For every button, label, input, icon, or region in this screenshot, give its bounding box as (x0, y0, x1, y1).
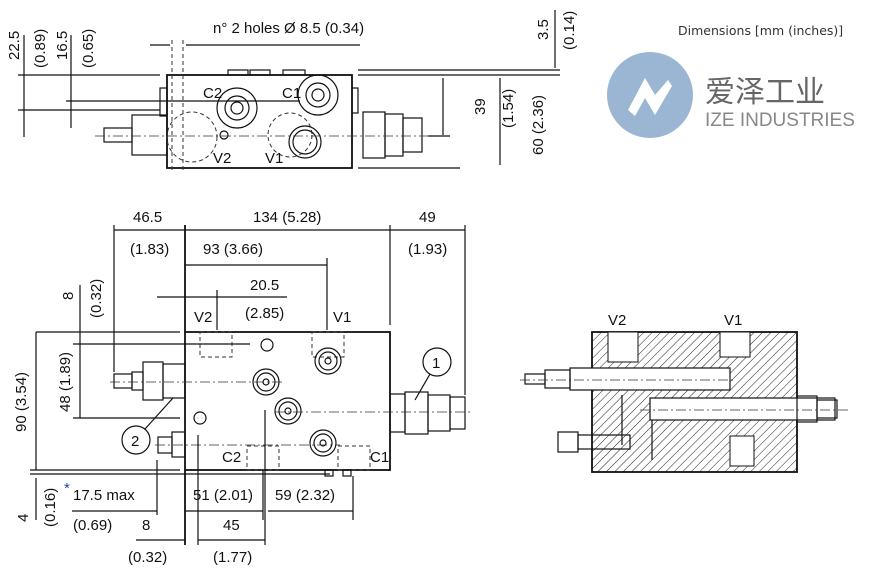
dim-8: 8 (142, 517, 150, 534)
dim-0-16: (0.16) (42, 488, 59, 527)
section-port-v1-label: V1 (724, 312, 742, 329)
dimensions-note: Dimensions [mm (inches)] (678, 23, 843, 38)
dim-60: 60 (2.36) (530, 95, 547, 155)
dim-0-32: (0.32) (128, 549, 167, 566)
port-v2-label: V2 (213, 150, 231, 167)
dim-2-85: (2.85) (245, 305, 284, 322)
dim-134: 134 (5.28) (253, 209, 321, 226)
port-v2-label: V2 (194, 309, 212, 326)
top-view: 22.5 (0.89) 16.5 (0.65) n° 2 holes Ø 8.5… (6, 10, 578, 172)
dim-59: 59 (2.32) (275, 487, 335, 504)
dim-1-83: (1.83) (130, 241, 169, 258)
dim-48: 48 (1.89) (57, 352, 74, 412)
dim-1-93: (1.93) (408, 241, 447, 258)
port-c1-label: C1 (282, 85, 301, 102)
dim-93: 93 (3.66) (203, 241, 263, 258)
dim-0-65: (0.65) (80, 29, 97, 68)
dim-holes: n° 2 holes Ø 8.5 (0.34) (213, 20, 364, 37)
footnote-star: * (64, 480, 70, 497)
dim-4: 4 (15, 514, 32, 522)
port-v1-label: V1 (333, 309, 351, 326)
callout-1: 1 (414, 347, 452, 401)
logo-name-cn: 爱泽工业 (705, 75, 825, 110)
logo-name-en: IZE INDUSTRIES (705, 110, 855, 131)
port-c1-label: C1 (370, 449, 389, 466)
dim-90: 90 (3.54) (13, 372, 30, 432)
port-v1-label: V1 (265, 150, 283, 167)
dim-45: 45 (223, 517, 240, 534)
dim-51: 51 (2.01) (193, 487, 253, 504)
dim-0-69: (0.69) (73, 517, 112, 534)
front-view: 1 2 46.5 (1.83) 134 (5.28) 49 (1.93) 93 … (13, 209, 470, 566)
callout-2-label: 2 (131, 433, 139, 450)
callout-2: 2 (121, 397, 174, 455)
dim-22-5: 22.5 (6, 31, 23, 60)
section-port-v2-label: V2 (608, 312, 626, 329)
dim-3-5: 3.5 (535, 19, 552, 40)
company-logo: 爱泽工业 IZE INDUSTRIES (607, 52, 855, 138)
dim-0-32-vertical: (0.32) (88, 279, 105, 318)
dim-49: 49 (419, 209, 436, 226)
dim-17-5-max: 17.5 max (73, 487, 135, 504)
callout-1-label: 1 (432, 355, 440, 372)
dim-1-77: (1.77) (213, 549, 252, 566)
dim-46-5: 46.5 (133, 209, 162, 226)
dim-8-vertical: 8 (60, 292, 77, 300)
port-c2-label: C2 (222, 449, 241, 466)
dim-0-14: (0.14) (561, 11, 578, 50)
dim-16-5: 16.5 (54, 31, 71, 60)
section-view: V2 V1 (520, 312, 850, 473)
port-c2-label: C2 (203, 85, 222, 102)
dim-0-89: (0.89) (32, 29, 49, 68)
dim-1-54: (1.54) (500, 89, 517, 128)
dim-39: 39 (472, 98, 489, 115)
dim-20-5: 20.5 (250, 277, 279, 294)
